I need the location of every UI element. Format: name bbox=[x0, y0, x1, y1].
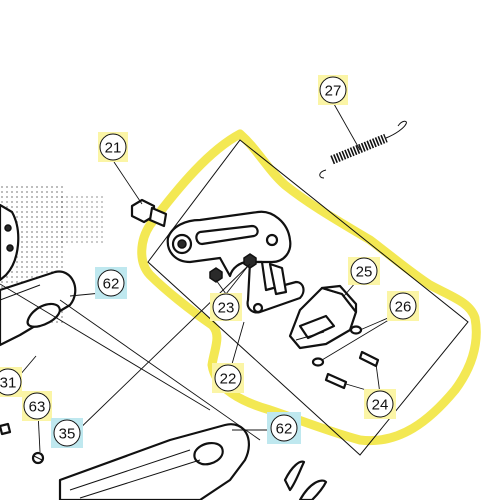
callout-62-bottom: 62 bbox=[267, 412, 301, 444]
left-bracket bbox=[0, 203, 77, 347]
svg-text:31: 31 bbox=[0, 375, 16, 392]
lever-arm bbox=[166, 210, 292, 278]
svg-text:27: 27 bbox=[325, 83, 342, 100]
highlight-outline bbox=[137, 129, 481, 446]
svg-text:25: 25 bbox=[356, 264, 373, 281]
svg-text:24: 24 bbox=[372, 397, 389, 414]
svg-text:63: 63 bbox=[29, 399, 46, 416]
svg-text:26: 26 bbox=[395, 299, 412, 316]
svg-text:23: 23 bbox=[218, 300, 235, 317]
callout-31: 31 bbox=[0, 367, 22, 397]
callout-26: 26 bbox=[387, 291, 419, 321]
callout-24: 24 bbox=[364, 389, 396, 419]
bottom-bracket bbox=[58, 423, 328, 500]
callouts: 21 27 62 25 23 26 22 bbox=[0, 75, 419, 448]
svg-text:62: 62 bbox=[103, 276, 120, 293]
leader-lines bbox=[0, 103, 403, 453]
small-bolts-left bbox=[0, 422, 45, 465]
svg-text:22: 22 bbox=[220, 371, 237, 388]
svg-text:35: 35 bbox=[59, 426, 76, 443]
vertical-bracket bbox=[246, 260, 305, 314]
callout-35: 35 bbox=[51, 418, 83, 448]
callout-22: 22 bbox=[212, 363, 244, 393]
callout-27: 27 bbox=[318, 75, 348, 105]
svg-text:62: 62 bbox=[276, 421, 293, 438]
nuts-23 bbox=[209, 253, 257, 283]
callout-62-top: 62 bbox=[95, 267, 127, 299]
assembly-frame bbox=[147, 139, 469, 456]
svg-text:21: 21 bbox=[105, 140, 122, 157]
callout-63: 63 bbox=[22, 391, 52, 421]
callout-25: 25 bbox=[348, 257, 380, 285]
bolt-21 bbox=[130, 198, 168, 228]
spring bbox=[319, 120, 407, 179]
callout-23: 23 bbox=[210, 293, 242, 321]
callout-21: 21 bbox=[98, 132, 128, 162]
